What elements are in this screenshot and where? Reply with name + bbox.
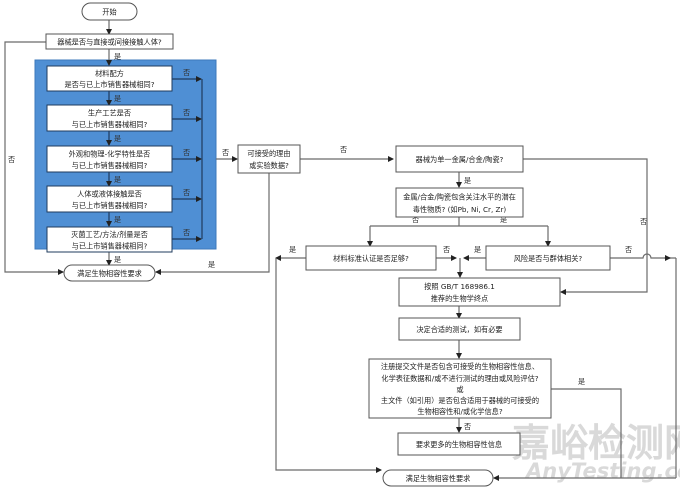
label-no: 否 [183, 68, 190, 77]
submission-line-4: 主文件（如引用）是否包含适用于器械的可接受的 [381, 396, 539, 405]
label-no: 否 [8, 155, 15, 164]
decide-tests-text: 决定合适的测试，如有必要 [416, 325, 502, 334]
watermark-en: AnyTesting.com [524, 459, 680, 483]
label-yes: 是 [464, 176, 471, 185]
edge-risk-no [610, 253, 676, 259]
label-no: 否 [340, 145, 347, 154]
edge-singlemetal-no-gbt [560, 289, 648, 295]
label-no: 否 [640, 217, 647, 226]
submission-line-2: 化学表征数据和/或不进行测试的理由或风险评估? [381, 374, 538, 383]
submission-line-5: 生物相容性和/或化学信息? [417, 407, 502, 416]
label-no: 否 [183, 108, 190, 117]
edge-stdcert-yes-end [275, 258, 382, 473]
process-node: 生产工艺是否 与已上市销售器械相同? [46, 104, 173, 132]
label-no: 否 [412, 215, 419, 224]
decide-tests-node [398, 317, 521, 341]
toxic-line-1: 金属/合金/陶瓷包含关注水平的潜在 [403, 193, 516, 202]
risk-group-node [485, 245, 611, 271]
material-line-2: 是否与已上市销售器械相同? [64, 80, 154, 89]
label-yes: 是 [114, 175, 121, 184]
end-right-text: 满足生物相容性要求 [406, 474, 471, 483]
material-line-1: 材料配方 [95, 69, 124, 78]
label-no: 否 [443, 245, 450, 254]
rationale-line-2: 或实验数据? [249, 161, 289, 170]
material-node: 材料配方 是否与已上市销售器械相同? [46, 65, 173, 92]
submission-line-1: 注册提交文件是否包含可接受的生物相容性信息、 [381, 362, 539, 371]
process-line-1: 生产工艺是否 [88, 109, 131, 118]
label-no: 否 [183, 148, 190, 157]
process-line-2: 与已上市销售器械相同? [72, 120, 148, 129]
label-yes: 是 [289, 245, 296, 254]
body-contact-node: 人体或液体接触是否 与已上市销售器械相同? [46, 185, 173, 213]
body-contact-line-2: 与已上市销售器械相同? [72, 201, 148, 210]
end-left-text: 满足生物相容性要求 [77, 269, 142, 278]
label-yes: 是 [114, 52, 121, 61]
label-no: 否 [222, 148, 229, 157]
end-right-node [382, 469, 494, 487]
single-metal-text: 器械为单一金属/合金/陶瓷? [416, 155, 504, 164]
label-no: 否 [464, 422, 471, 431]
submission-line-3: 或 [456, 385, 463, 394]
physchem-line-1: 外观和物理-化学特性是否 [69, 150, 151, 159]
label-yes: 是 [114, 255, 121, 264]
label-no: 否 [183, 188, 190, 197]
label-no: 否 [183, 228, 190, 237]
physchem-line-2: 与已上市销售器械相同? [72, 161, 148, 170]
gbt-line-2: 推荐的生物学终点 [431, 294, 489, 303]
more-info-text: 要求更多的生物相容性信息 [416, 440, 502, 449]
more-info-node [397, 432, 521, 456]
watermark-cn: 嘉峪检测网 [512, 421, 680, 465]
toxic-node: 金属/合金/陶瓷包含关注水平的潜在 毒性物质? (如Pb, Ni, Cr, Zr… [395, 187, 524, 218]
contact-text: 器械是否与直接或间接接触人体? [57, 38, 162, 47]
start-node [81, 2, 138, 21]
start-text: 开始 [102, 8, 116, 17]
risk-group-text: 风险是否与群体相关? [514, 254, 583, 263]
label-yes: 是 [208, 260, 215, 269]
label-yes: 是 [114, 94, 121, 103]
std-cert-node [305, 245, 437, 271]
label-no: 否 [625, 245, 632, 254]
edge-contact-no-end [4, 41, 64, 275]
sterilization-line-2: 与已上市销售器械相同? [72, 242, 148, 251]
label-yes: 是 [474, 245, 481, 254]
physchem-node: 外观和物理-化学特性是否 与已上市销售器械相同? [46, 145, 173, 173]
end-left-node [63, 264, 156, 282]
label-yes: 是 [500, 215, 507, 224]
gbt-node: 按照 GB/T 168986.1 推荐的生物学终点 [398, 277, 561, 307]
contact-node [45, 33, 174, 50]
label-yes: 是 [578, 377, 585, 386]
label-yes: 是 [114, 134, 121, 143]
submission-node: 注册提交文件是否包含可接受的生物相容性信息、 化学表征数据和/或不进行测试的理由… [368, 358, 552, 419]
single-metal-node [395, 145, 524, 173]
rationale-line-1: 可接受的理由 [247, 149, 290, 158]
std-cert-text: 材料标准认证是否足够? [333, 254, 409, 263]
sterilization-line-1: 灭菌工艺/方法/剂量是否 [71, 230, 148, 239]
edge-rationale-yes-end [155, 173, 270, 275]
body-contact-line-1: 人体或液体接触是否 [77, 190, 142, 199]
sterilization-node: 灭菌工艺/方法/剂量是否 与已上市销售器械相同? [46, 226, 173, 253]
edge-submission-yes [551, 388, 622, 478]
rationale-node: 可接受的理由 或实验数据? [237, 144, 301, 174]
edge-singlemetal-no [523, 158, 648, 290]
gbt-line-1: 按照 GB/T 168986.1 [424, 282, 495, 291]
toxic-line-2: 毒性物质? (如Pb, Ni, Cr, Zr) [413, 205, 507, 214]
label-yes: 是 [114, 215, 121, 224]
